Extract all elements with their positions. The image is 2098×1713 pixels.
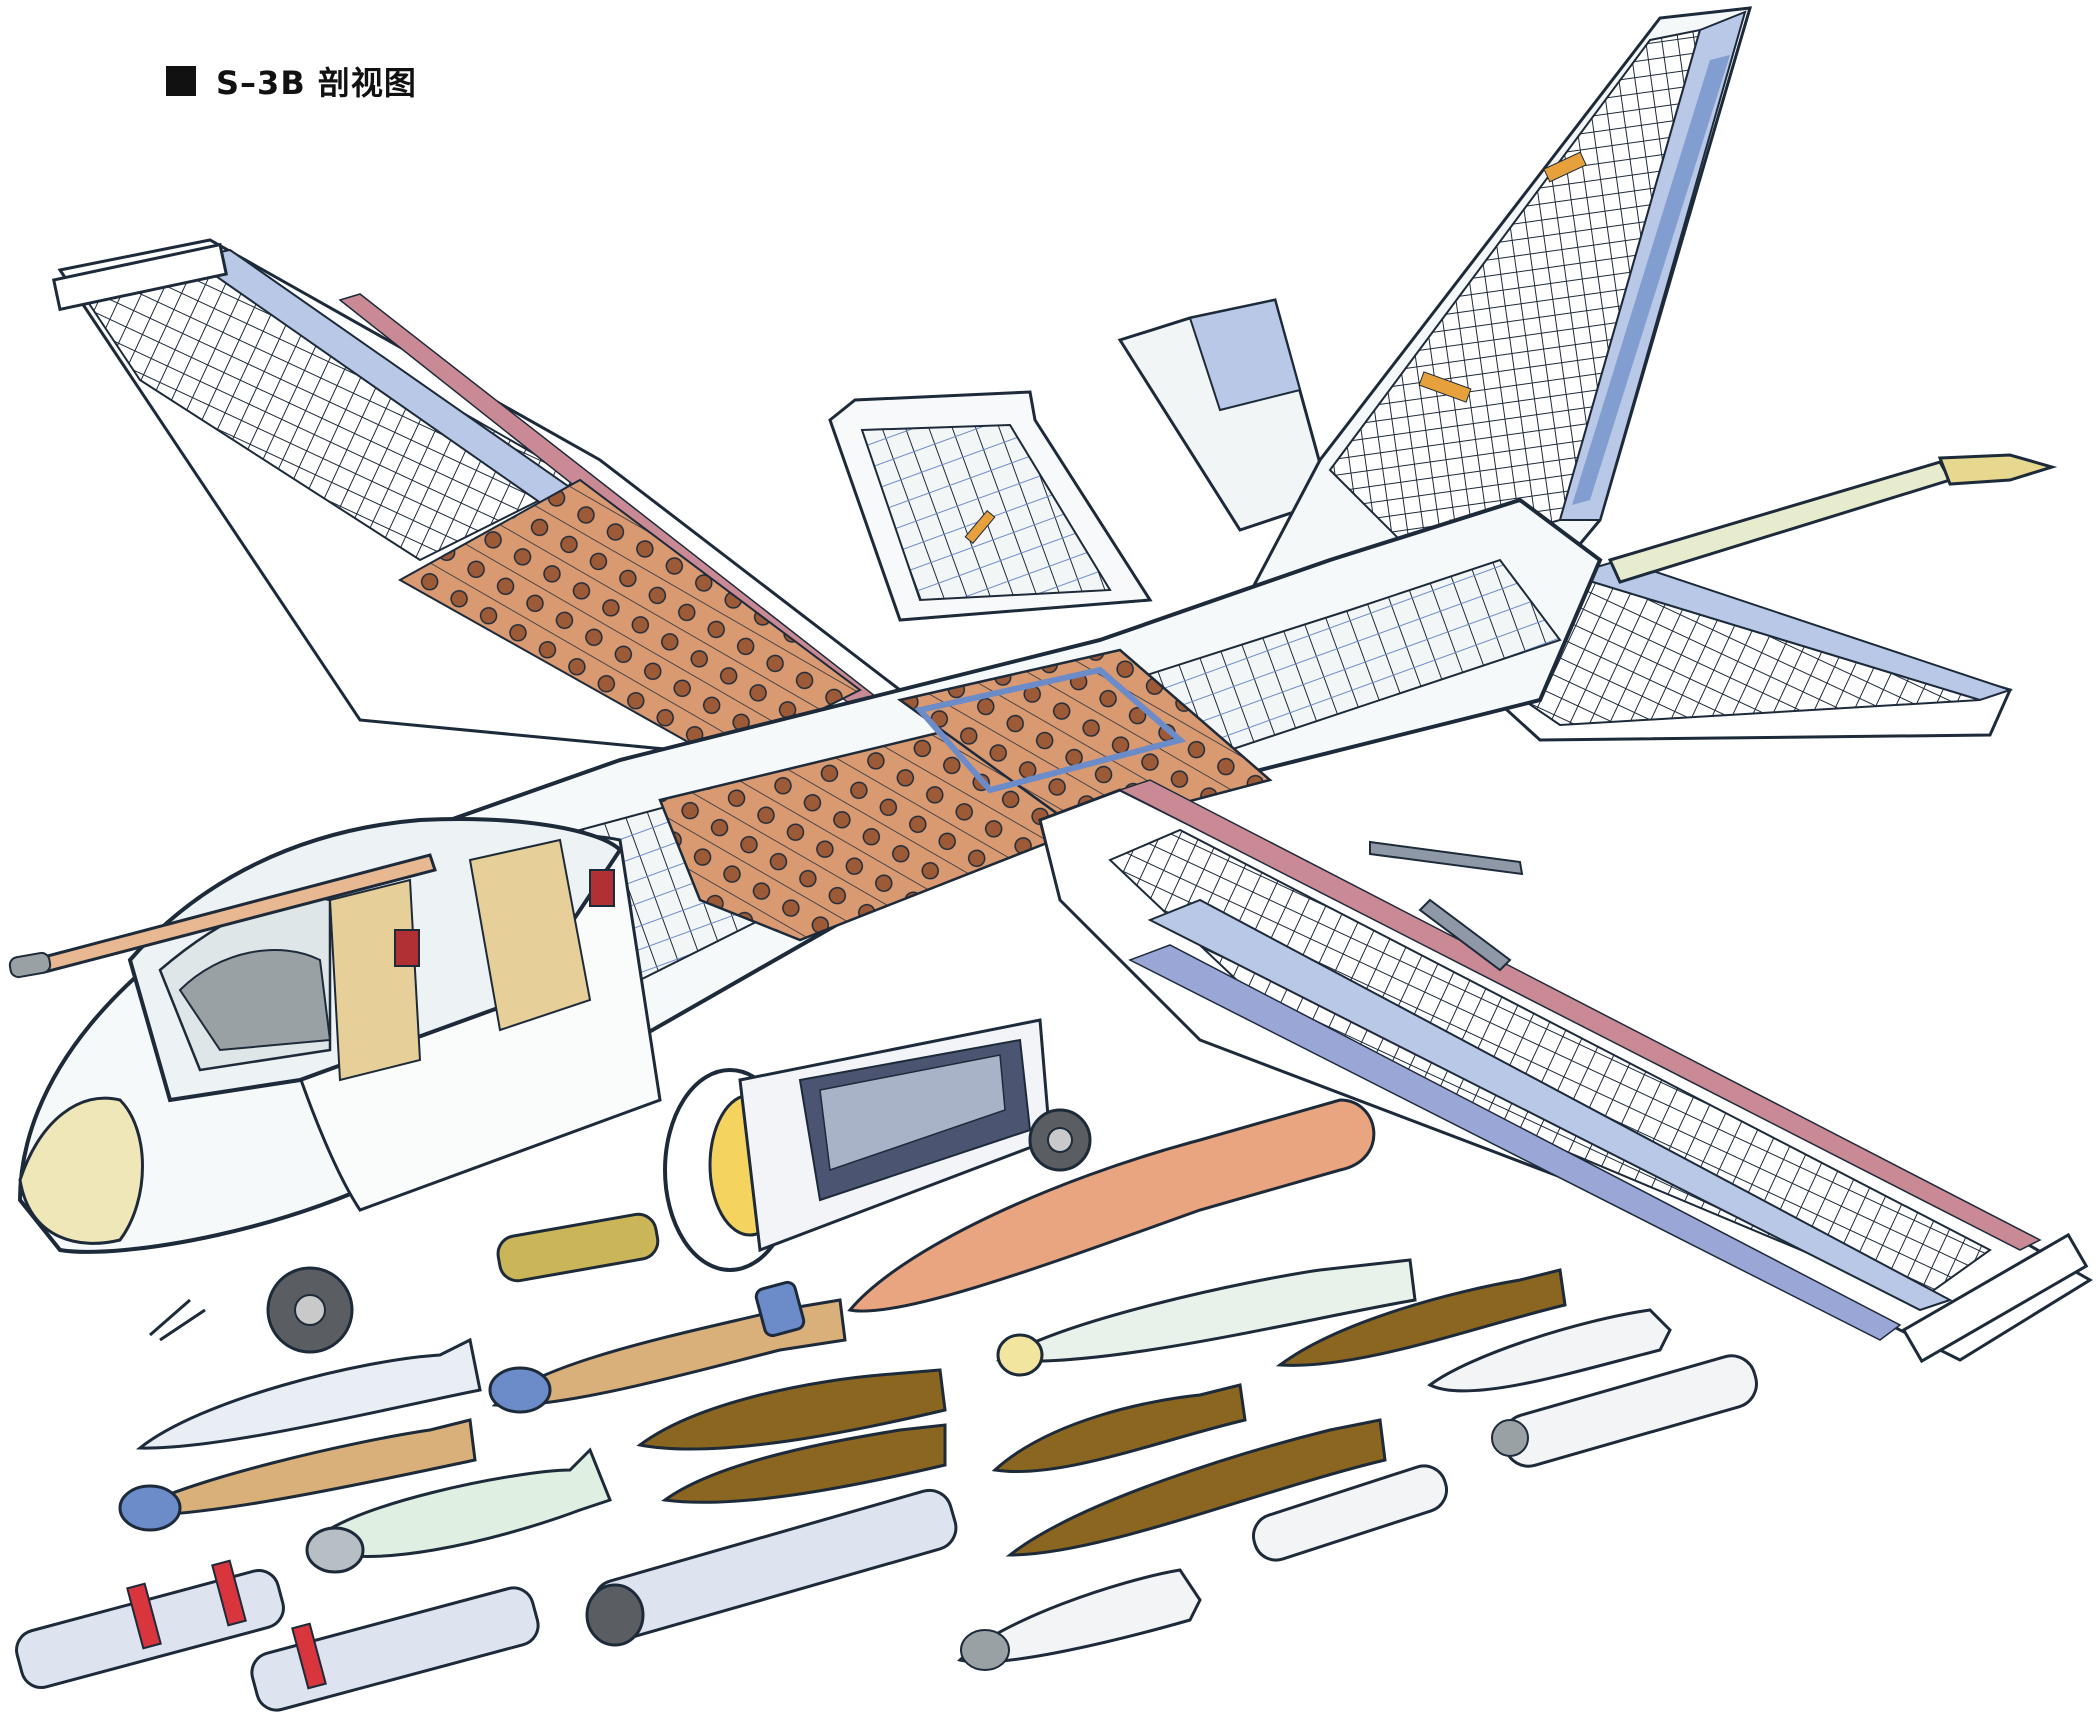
external-fuel-tank [847,1098,1376,1313]
bomb-pale-green [305,1447,612,1574]
pod-white-3 [1252,1464,1448,1562]
pod-white-1 [1427,1308,1672,1393]
refueling-probe [8,853,437,979]
torpedo-striped-2 [118,1418,477,1532]
probes [1369,840,1524,972]
canister-red-band-2 [250,1586,540,1712]
pod-white-2 [1491,1354,1758,1468]
main-landing-gear [149,1266,354,1354]
engine-nacelle [663,1018,1092,1272]
torpedo-striped-1 [488,1280,847,1414]
bomb-brown-3 [1275,1268,1567,1367]
bomb-brown-1 [636,1368,947,1451]
ordnance-row [15,1212,1758,1712]
right-horizontal-stabilizer [1117,298,1332,532]
bomb-brown-2 [661,1423,947,1504]
canister-yellow [496,1212,660,1283]
left-wing [51,238,903,762]
folded-wing [828,390,1153,622]
cockpit-canopy [18,817,623,1245]
missile-white-2 [995,1258,1417,1377]
bomb-brown-5 [1005,1418,1387,1557]
missile-white-1 [135,1337,482,1450]
pod-white-4 [957,1568,1202,1671]
title-text: S–3B 剖视图 [216,64,417,102]
canister-red-band-1 [15,1559,285,1689]
title-square-icon [166,66,196,96]
mad-boom [1607,453,2058,584]
right-wing [1038,779,2093,1364]
canister-grey [585,1488,958,1647]
figure-title: S–3B 剖视图 [166,58,417,104]
vertical-tail [1217,6,1753,652]
bomb-brown-4 [991,1383,1247,1474]
